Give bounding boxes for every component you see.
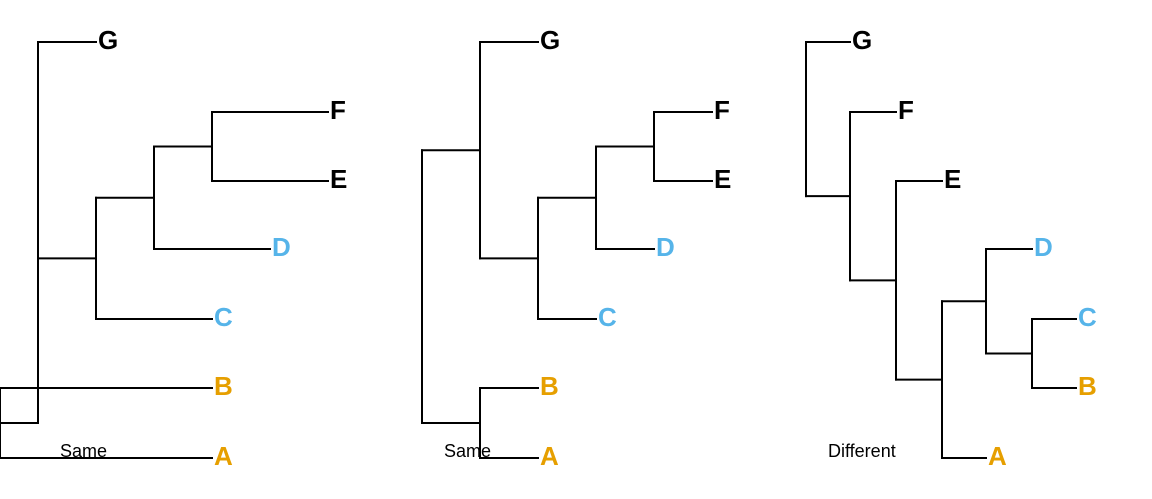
- tree-caption: Same: [444, 441, 491, 461]
- tree-2: G F E D C B A Same: [421, 25, 731, 471]
- tip-label-a: A: [988, 441, 1007, 471]
- tip-label-f: F: [714, 95, 730, 125]
- tip-label-g: G: [540, 25, 560, 55]
- tip-label-d: D: [1034, 232, 1053, 262]
- tip-label-g: G: [98, 25, 118, 55]
- tip-label-b: B: [214, 371, 233, 401]
- tip-label-c: C: [214, 302, 233, 332]
- tip-label-f: F: [330, 95, 346, 125]
- tip-label-g: G: [852, 25, 872, 55]
- tip-label-a: A: [540, 441, 559, 471]
- tree-3: G F E D C B A Different: [805, 25, 1097, 471]
- tip-label-f: F: [898, 95, 914, 125]
- tip-label-b: B: [540, 371, 559, 401]
- tip-label-e: E: [330, 164, 347, 194]
- tree-1: G F E D C B A Same: [0, 25, 347, 471]
- tip-label-c: C: [1078, 302, 1097, 332]
- tree-caption: Same: [60, 441, 107, 461]
- tip-label-d: D: [272, 232, 291, 262]
- tip-label-b: B: [1078, 371, 1097, 401]
- tip-label-d: D: [656, 232, 675, 262]
- tip-label-e: E: [944, 164, 961, 194]
- tip-label-e: E: [714, 164, 731, 194]
- tip-label-a: A: [214, 441, 233, 471]
- tree-caption: Different: [828, 441, 896, 461]
- tip-label-c: C: [598, 302, 617, 332]
